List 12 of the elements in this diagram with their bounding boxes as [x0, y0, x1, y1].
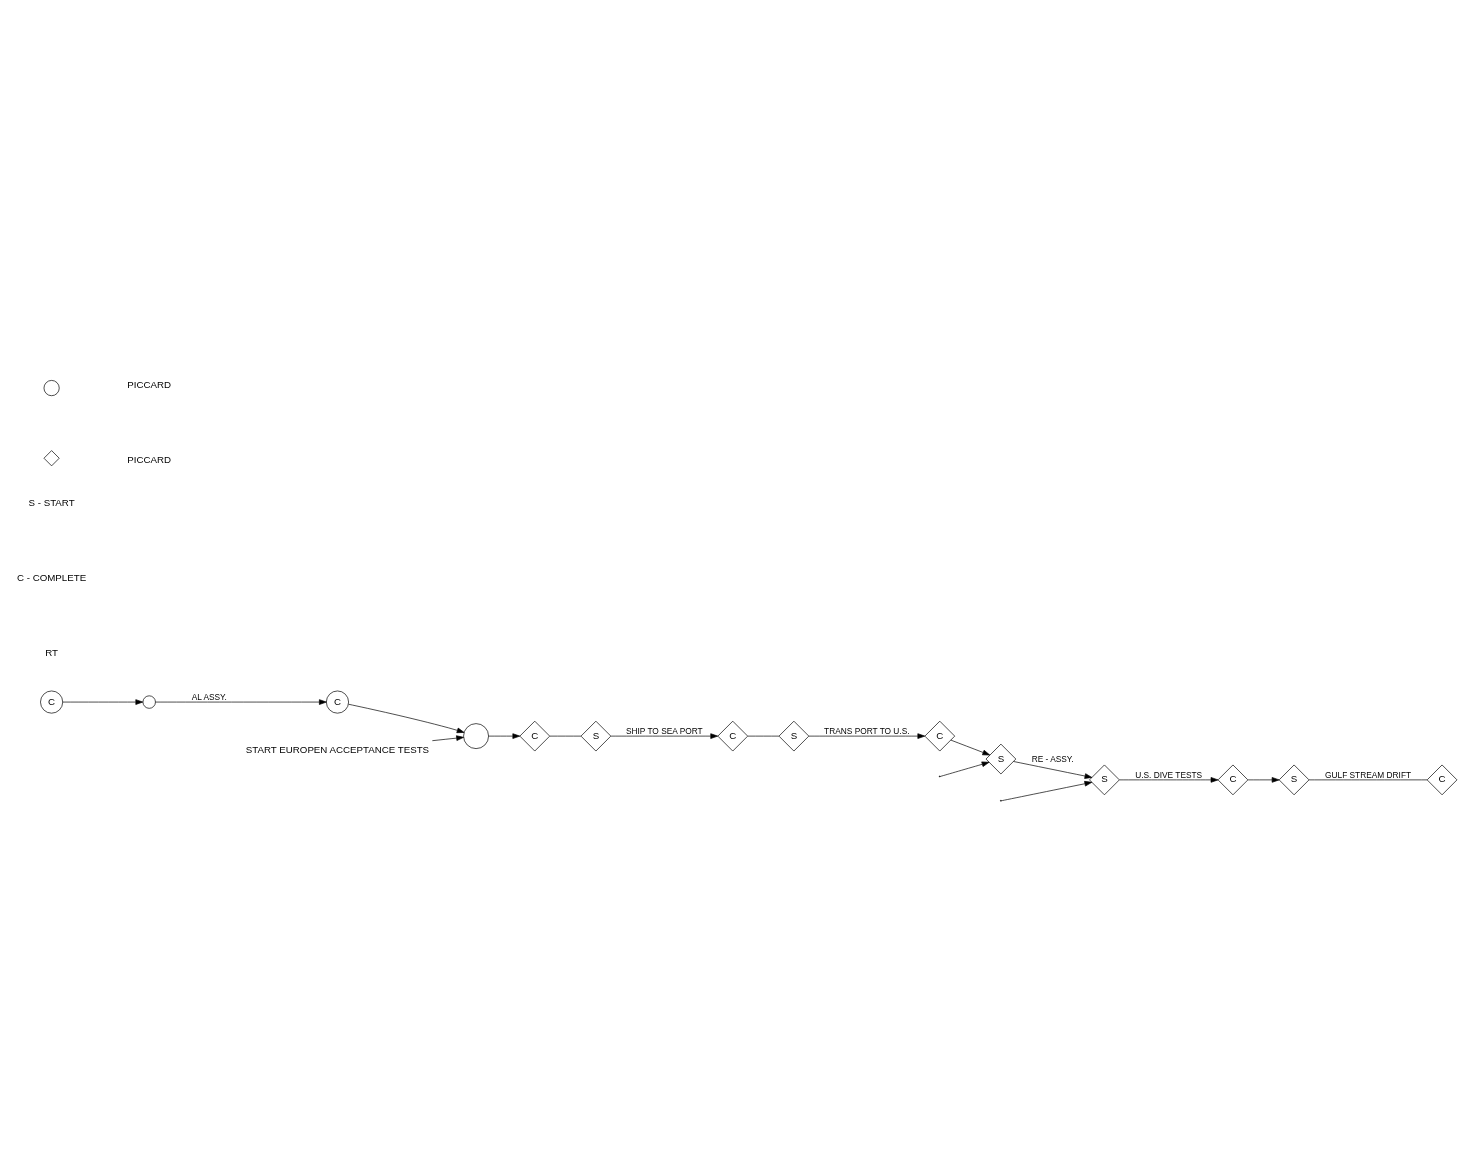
label: RT	[45, 647, 58, 659]
edge-label: SHIP TO SEA PORT	[625, 725, 703, 736]
edge-label: GULF STREAM DRIFT	[1325, 769, 1412, 780]
edge-label: RE - ASSY.	[1031, 754, 1074, 765]
node-text: START EUROPEN ACCEPTANCE TESTS	[245, 744, 430, 756]
edge-label: U.S. DIVE TESTS	[1135, 769, 1203, 780]
legend-label: PICCARD	[127, 453, 172, 465]
label: C - COMPLETE	[17, 571, 87, 583]
edge-label: AL ASSY.	[191, 691, 227, 702]
legend-label: PICCARD	[127, 378, 172, 390]
edge-label: TRANS PORT TO U.S.	[824, 725, 910, 736]
label: S - START	[28, 496, 75, 508]
